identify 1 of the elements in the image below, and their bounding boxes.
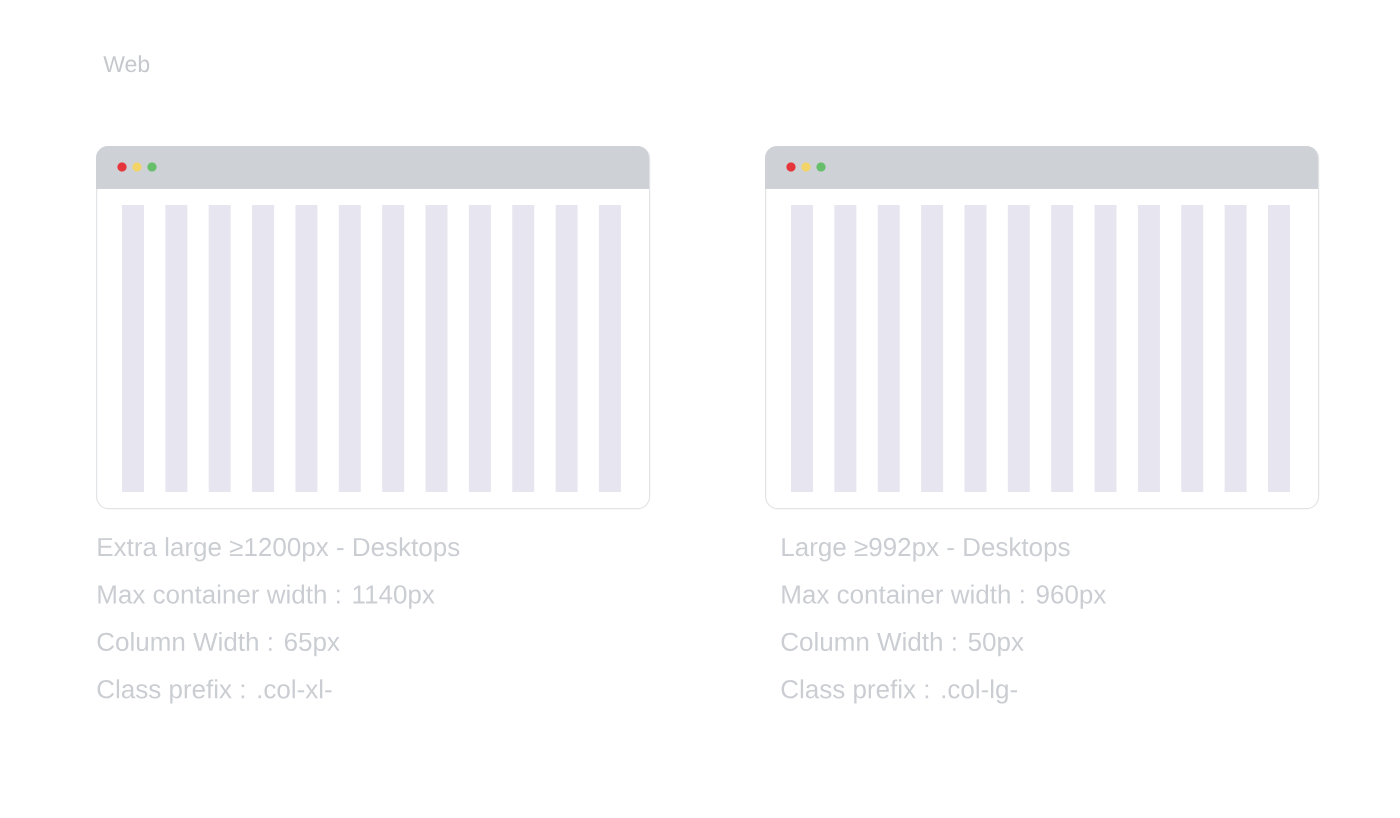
title: Web: [103, 55, 150, 73]
